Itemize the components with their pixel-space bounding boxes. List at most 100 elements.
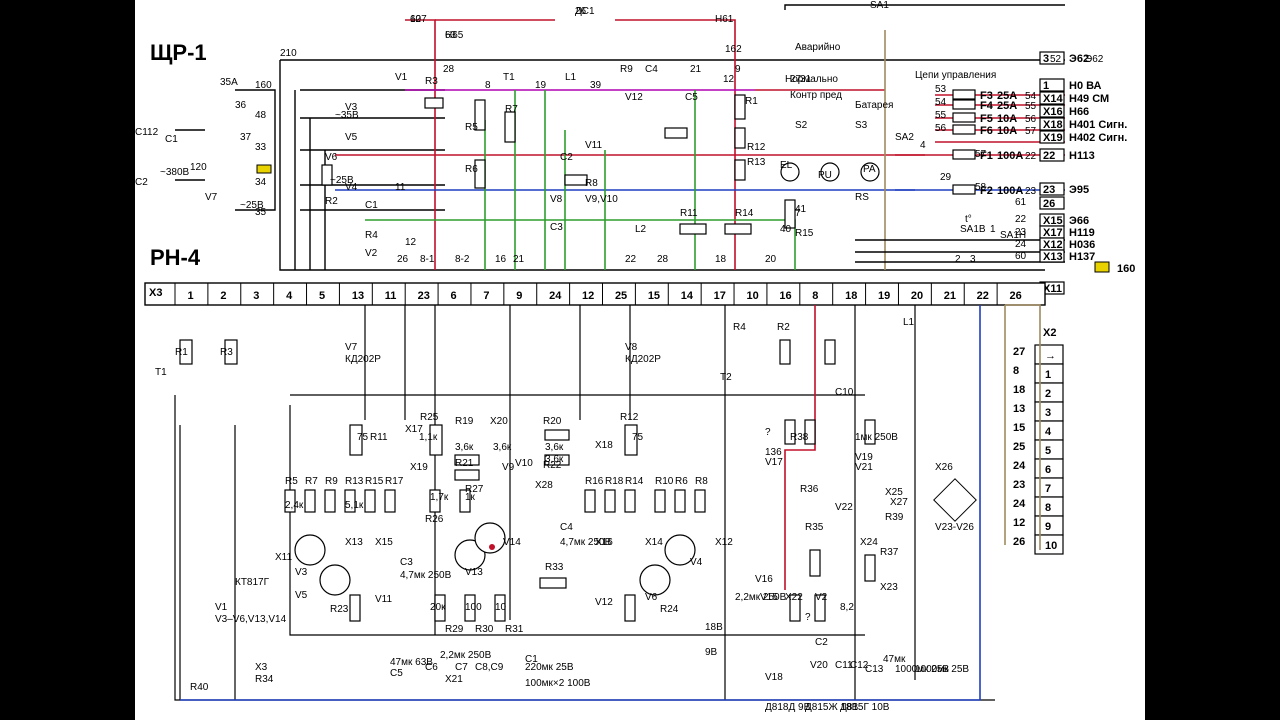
resistor-box — [454, 454, 480, 466]
top-wire-label: Батарея — [855, 100, 893, 111]
component-label: 4,7мк 250В — [400, 570, 452, 581]
resistor-box — [784, 419, 796, 445]
bridge-v23-v26-icon — [933, 478, 977, 522]
fuse-body — [952, 149, 976, 160]
resistor-r14 — [724, 223, 752, 235]
fuse-rating: 100А — [997, 185, 1023, 197]
component-label: 100 — [465, 602, 482, 613]
x2-wire-label: 25 — [1013, 441, 1025, 453]
component-label: C8,C9 — [475, 662, 504, 673]
top-wire-label: 2 — [955, 254, 961, 265]
top-wire-label: V11 — [585, 140, 602, 151]
connector-pin: 4 — [286, 290, 293, 302]
top-wire-label: 63 — [445, 30, 457, 41]
x2-wire-label: 13 — [1013, 403, 1025, 415]
top-wire-label: R5 — [465, 122, 478, 133]
terminal-label: H137 — [1069, 251, 1095, 263]
schematic-sheet: ЩР-1 РН-4 — [135, 0, 1145, 720]
component-label: R33 — [545, 562, 564, 573]
fuse-name: F3 — [980, 90, 993, 102]
resistor-box — [349, 594, 361, 622]
top-wire-label: 3 — [970, 254, 976, 265]
terminal-label: Э66 — [1069, 215, 1089, 227]
resistor-r7 — [504, 111, 516, 143]
transistors — [294, 478, 977, 596]
connector-pin: 12 — [582, 290, 594, 302]
component-label: R6 — [675, 476, 688, 487]
top-components — [256, 94, 1110, 273]
resistor-box — [864, 554, 876, 582]
top-wire-label: 61 — [1015, 197, 1027, 208]
transistor-v14-icon — [474, 522, 506, 554]
component-label: R8 — [695, 476, 708, 487]
x2-wire-label: 23 — [1013, 479, 1025, 491]
top-wire-label: 20 — [765, 254, 777, 265]
ground-162-icon — [256, 164, 272, 174]
component-label: R13 — [345, 476, 364, 487]
component-label: R7 — [305, 476, 318, 487]
component-label: 75 — [632, 432, 644, 443]
component-label: V14 — [503, 537, 521, 548]
lamp-el-icon — [780, 162, 800, 182]
x2-wire-label: 27 — [1013, 346, 1025, 358]
component-label: R12 — [620, 412, 639, 423]
top-wire-label: PA — [863, 164, 876, 175]
top-wire-label: ~25В — [240, 200, 264, 211]
connector-pin: 24 — [549, 290, 562, 302]
connector-pin: 20 — [911, 290, 923, 302]
fuse-rating: 100А — [997, 150, 1023, 162]
top-wire-label: 54 — [935, 97, 947, 108]
terminal-pin: X19 — [1043, 132, 1063, 144]
top-wire-label: H65 — [445, 30, 464, 41]
x2-pin: → — [1045, 350, 1056, 362]
component-label: R14 — [625, 476, 644, 487]
transistor-v5-icon — [319, 564, 351, 596]
x2-pin: 2 — [1045, 388, 1051, 400]
component-label: X24 — [860, 537, 878, 548]
component-label: 10 — [495, 602, 507, 613]
component-label: Д818Д 9В — [765, 702, 811, 713]
terminal-pin: X16 — [1043, 106, 1063, 118]
connector-x3: X3 — [144, 282, 1046, 306]
component-label: R27 — [465, 484, 484, 495]
top-wire-label: R6 — [465, 164, 478, 175]
component-label: V9 — [502, 462, 515, 473]
component-label: R40 — [190, 682, 209, 693]
top-wire-label: EL — [780, 160, 793, 171]
x2-wire-label: 15 — [1013, 422, 1025, 434]
top-wire-label: 26 — [397, 254, 409, 265]
top-wire-label: C2 — [560, 152, 573, 163]
component-label: R15 — [365, 476, 384, 487]
top-wire-label: 29 — [940, 172, 952, 183]
x2-wire-label: 24 — [1013, 460, 1026, 472]
component-label: X11 — [275, 552, 292, 563]
x2-pin: 6 — [1045, 464, 1051, 476]
terminal-box — [1039, 182, 1065, 196]
top-wire-label: 22 — [625, 254, 637, 265]
component-label: V22 — [835, 502, 853, 513]
component-label: V3 — [295, 567, 308, 578]
component-label: 1000мк 25В — [915, 664, 969, 675]
component-label: 220мк 25В — [525, 662, 574, 673]
top-wire-label: 62 — [410, 14, 422, 25]
component-label: C13 — [865, 664, 884, 675]
top-colored-wires — [335, 19, 1065, 270]
terminal-pin: X12 — [1043, 239, 1063, 251]
component-label: V15 — [760, 592, 778, 603]
top-wire-label: SA2 — [895, 132, 914, 143]
top-wire-label: Нормально — [785, 74, 838, 85]
top-wire-label: 4 — [920, 140, 926, 151]
resistor-box — [429, 489, 441, 513]
top-wire-label: R3 — [425, 76, 438, 87]
top-wire-label: 8 — [485, 80, 491, 91]
component-label: R34 — [255, 674, 274, 685]
resistor-box — [604, 489, 616, 513]
component-label: КД202Р — [345, 354, 381, 365]
component-label: V6 — [645, 592, 658, 603]
top-wire-label: 23 — [1015, 227, 1027, 238]
component-label: R23 — [330, 604, 349, 615]
fuse-rating: 10А — [997, 125, 1017, 137]
component-label: V1 — [215, 602, 228, 613]
voltmeter-pu-icon — [820, 162, 840, 182]
